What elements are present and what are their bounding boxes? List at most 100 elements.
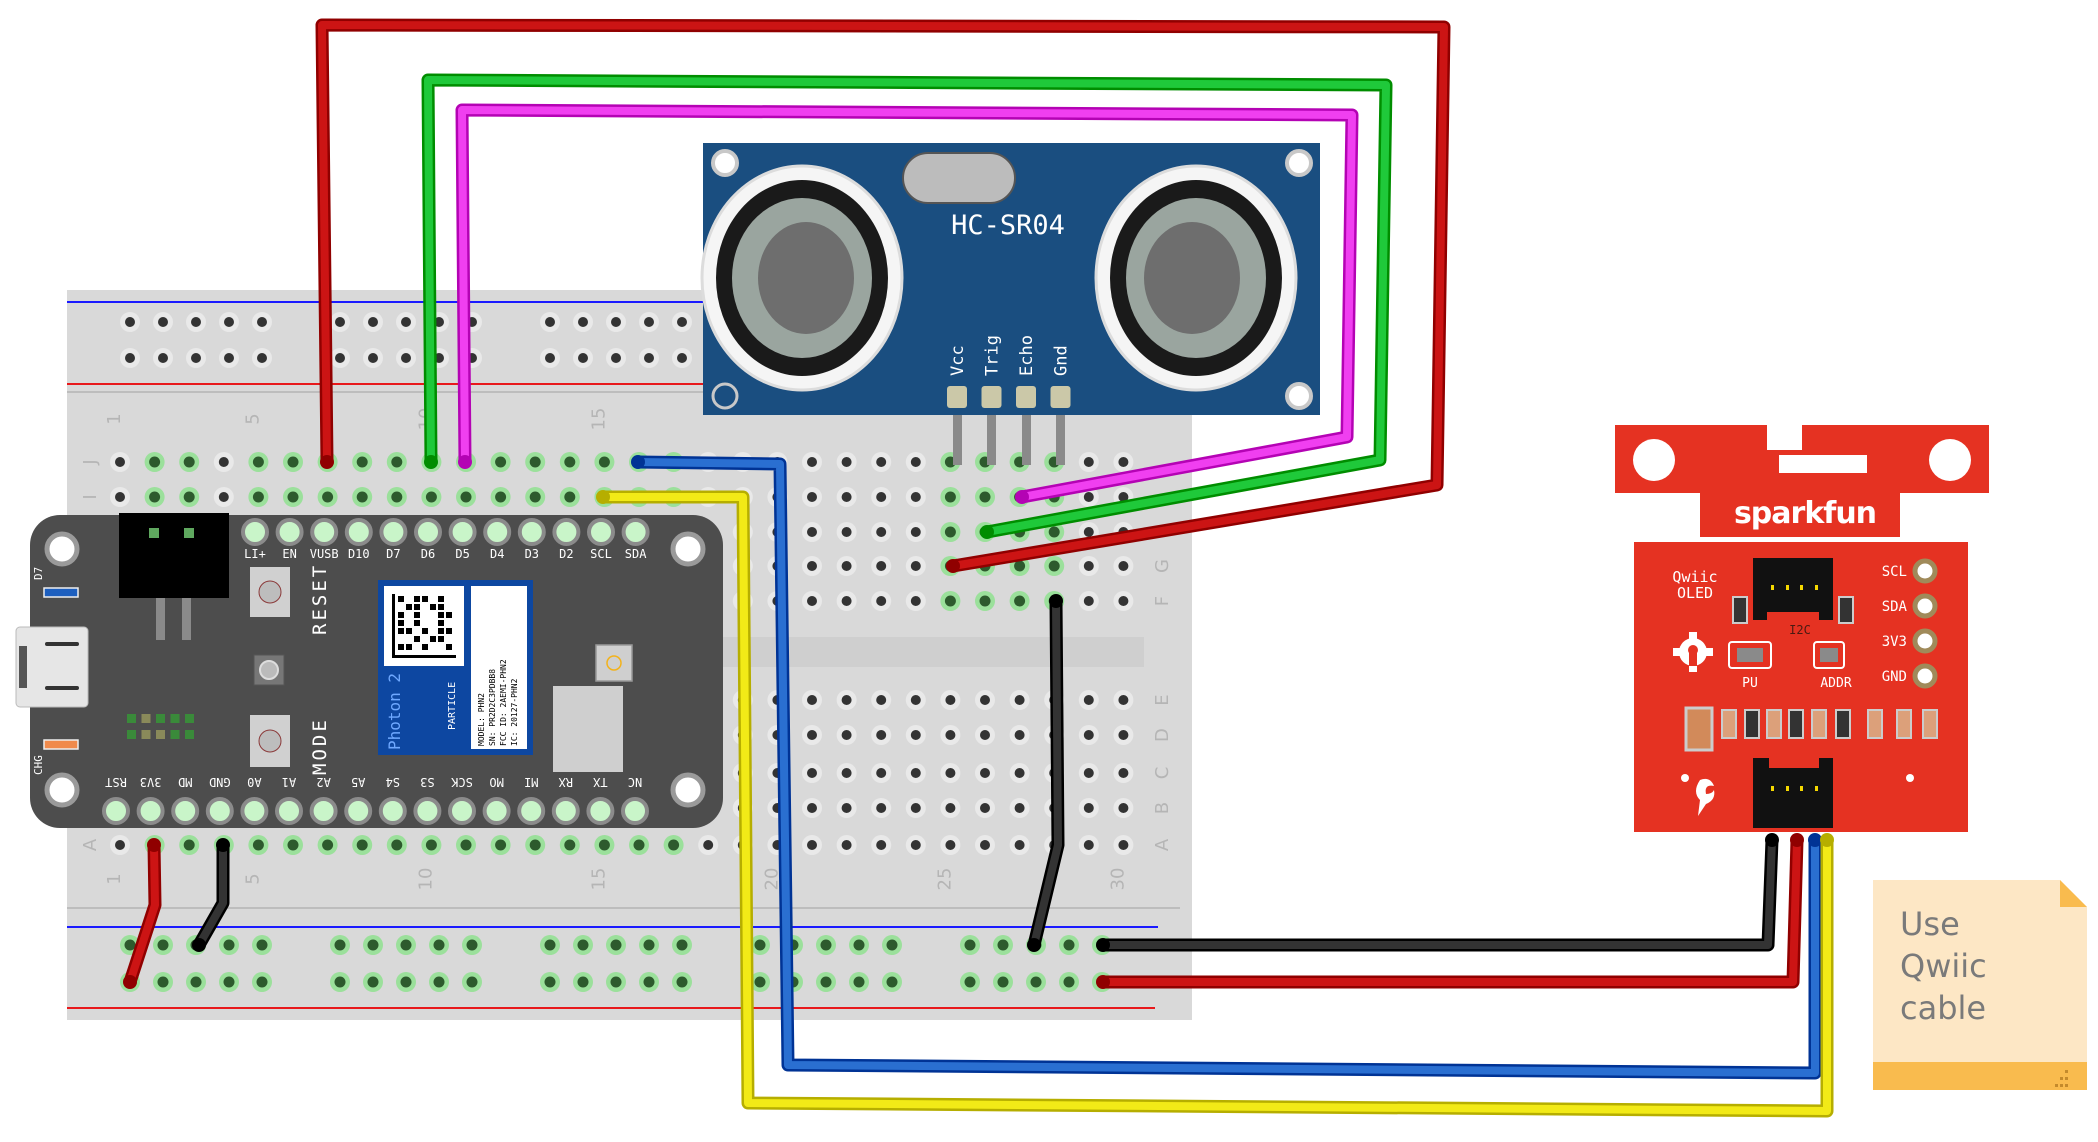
breadboard-hole[interactable]: [629, 835, 649, 855]
breadboard-hole[interactable]: [456, 835, 476, 855]
power-rail-hole[interactable]: [540, 348, 560, 368]
breadboard-hole[interactable]: [490, 487, 511, 507]
breadboard-hole[interactable]: [663, 835, 684, 855]
breadboard-hole[interactable]: [871, 690, 892, 710]
wire-vusb-to-vcc[interactable]: [315, 18, 1451, 573]
breadboard-hole[interactable]: [1078, 591, 1099, 611]
wire-end[interactable]: [424, 455, 438, 469]
photon-pin-md[interactable]: [171, 797, 200, 825]
power-rail-hole[interactable]: [573, 935, 593, 955]
wire-end[interactable]: [192, 938, 206, 952]
breadboard-hole[interactable]: [836, 522, 857, 542]
breadboard-hole[interactable]: [490, 452, 511, 472]
wire-end[interactable]: [1049, 594, 1063, 608]
breadboard-hole[interactable]: [1113, 798, 1134, 818]
addr-jumper[interactable]: [1813, 641, 1845, 669]
breadboard-hole[interactable]: [802, 690, 822, 710]
power-rail-hole[interactable]: [363, 312, 383, 332]
power-rail-hole[interactable]: [672, 935, 692, 955]
breadboard-hole[interactable]: [559, 487, 580, 507]
power-rail-hole[interactable]: [606, 935, 626, 955]
photon-pin-nc[interactable]: [621, 797, 649, 825]
breadboard-hole[interactable]: [283, 487, 303, 507]
photon-pin-a0[interactable]: [240, 797, 269, 825]
photon-pin-d5[interactable]: [448, 518, 477, 546]
breadboard-hole[interactable]: [802, 487, 822, 507]
breadboard-hole[interactable]: [975, 690, 995, 710]
oled-pin-3v3[interactable]: [1912, 628, 1938, 654]
breadboard-hole[interactable]: [386, 487, 407, 507]
power-rail-hole[interactable]: [330, 312, 350, 332]
wire-end[interactable]: [216, 838, 230, 852]
power-rail-hole[interactable]: [252, 312, 272, 332]
reset-button[interactable]: [250, 567, 290, 617]
breadboard-hole[interactable]: [871, 725, 892, 745]
wire-end[interactable]: [458, 455, 472, 469]
breadboard-hole[interactable]: [179, 452, 200, 472]
qwiic-connector-bottom[interactable]: [1753, 756, 1833, 828]
photon-pin-d7[interactable]: [379, 518, 408, 546]
breadboard-hole[interactable]: [1113, 835, 1134, 855]
power-rail-hole[interactable]: [219, 348, 239, 368]
photon-pin-s4[interactable]: [378, 797, 407, 825]
breadboard-hole[interactable]: [940, 835, 961, 855]
power-rail-hole[interactable]: [606, 972, 626, 992]
wire-end[interactable]: [1027, 938, 1041, 952]
breadboard-hole[interactable]: [802, 763, 822, 783]
wire-end[interactable]: [596, 490, 610, 504]
breadboard-hole[interactable]: [871, 452, 892, 472]
breadboard-hole[interactable]: [1009, 690, 1030, 710]
breadboard-hole[interactable]: [940, 487, 961, 507]
power-rail-hole[interactable]: [606, 348, 626, 368]
power-rail-hole[interactable]: [363, 935, 383, 955]
power-rail-hole[interactable]: [462, 935, 482, 955]
breadboard-hole[interactable]: [1113, 452, 1134, 472]
power-rail-hole[interactable]: [330, 935, 350, 955]
power-rail-hole[interactable]: [816, 972, 836, 992]
breadboard-hole[interactable]: [940, 522, 961, 542]
photon-pin-d10[interactable]: [344, 518, 373, 546]
breadboard-hole[interactable]: [802, 725, 822, 745]
mode-button[interactable]: [250, 715, 290, 767]
breadboard-hole[interactable]: [905, 690, 926, 710]
sparkfun-qwiic-oled[interactable]: sparkfun Qwiic OLED I2C PU: [1615, 425, 1989, 832]
power-rail-hole[interactable]: [363, 348, 383, 368]
power-rail-hole[interactable]: [639, 348, 659, 368]
breadboard-hole[interactable]: [352, 835, 373, 855]
power-rail-hole[interactable]: [153, 312, 173, 332]
breadboard-hole[interactable]: [975, 591, 995, 611]
breadboard-hole[interactable]: [179, 835, 200, 855]
wire-end[interactable]: [946, 559, 960, 573]
wire-end[interactable]: [1820, 833, 1834, 847]
power-rail-hole[interactable]: [882, 935, 902, 955]
power-rail-hole[interactable]: [849, 935, 869, 955]
power-rail-hole[interactable]: [252, 348, 272, 368]
photon-pin-sck[interactable]: [448, 797, 476, 825]
breadboard-hole[interactable]: [940, 763, 961, 783]
breadboard-hole[interactable]: [802, 452, 822, 472]
power-rail-hole[interactable]: [1026, 972, 1046, 992]
breadboard-hole[interactable]: [1078, 763, 1099, 783]
breadboard-hole[interactable]: [698, 835, 719, 855]
breadboard-hole[interactable]: [802, 522, 822, 542]
power-rail-hole[interactable]: [252, 935, 272, 955]
breadboard-hole[interactable]: [456, 487, 476, 507]
photon-pin-li+[interactable]: [241, 518, 269, 546]
power-rail-hole[interactable]: [639, 312, 659, 332]
breadboard-hole[interactable]: [248, 835, 269, 855]
power-rail-hole[interactable]: [639, 935, 659, 955]
breadboard-hole[interactable]: [352, 487, 373, 507]
photon-pin-s3[interactable]: [413, 797, 442, 825]
power-rail-hole[interactable]: [540, 935, 560, 955]
power-rail-hole[interactable]: [120, 348, 140, 368]
photon-pin-mi[interactable]: [517, 797, 546, 825]
power-rail-hole[interactable]: [252, 972, 272, 992]
breadboard-hole[interactable]: [525, 452, 546, 472]
breadboard-hole[interactable]: [317, 835, 338, 855]
photon-pin-vusb[interactable]: [310, 518, 339, 546]
breadboard-hole[interactable]: [940, 798, 961, 818]
power-rail-hole[interactable]: [219, 312, 239, 332]
breadboard-hole[interactable]: [871, 522, 892, 542]
breadboard-hole[interactable]: [836, 487, 857, 507]
breadboard-hole[interactable]: [1009, 725, 1030, 745]
